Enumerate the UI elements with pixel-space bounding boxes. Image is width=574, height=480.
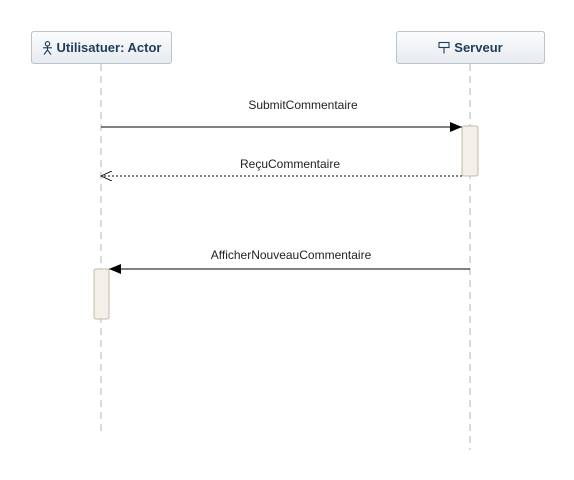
lifeline-header-actor[interactable]: Utilisatuer: Actor	[31, 31, 172, 64]
actor-icon	[42, 40, 53, 55]
activation-bar-server	[461, 125, 479, 177]
message-label-return: ReçuCommentaire	[239, 157, 341, 171]
server-icon	[438, 41, 450, 55]
activation-bar-actor	[93, 268, 110, 320]
participant-name-server: Serveur	[454, 40, 503, 55]
lifeline-header-server[interactable]: Serveur	[396, 31, 545, 64]
message-label-submit: SubmitCommentaire	[248, 98, 358, 112]
participant-name-actor: Utilisatuer: Actor	[56, 40, 162, 55]
message-label-afficher: AfficherNouveauCommentaire	[210, 248, 372, 262]
